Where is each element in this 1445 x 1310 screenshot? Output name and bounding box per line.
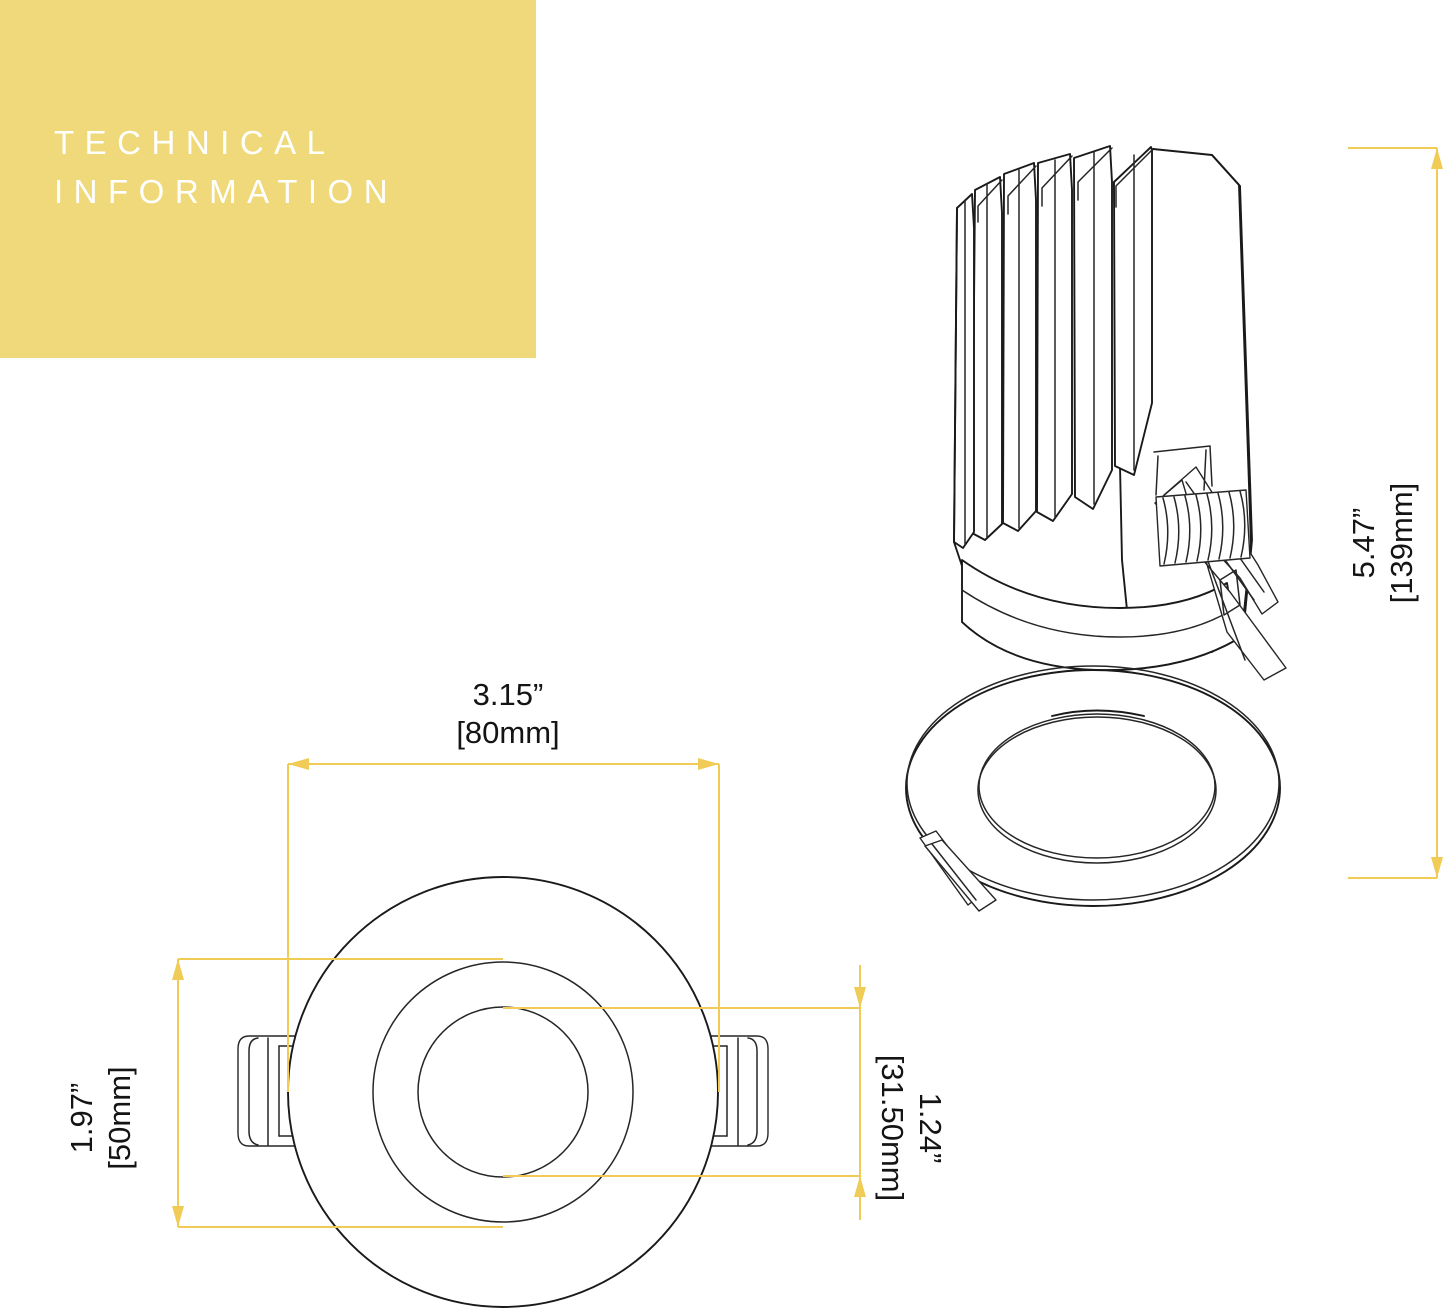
dimension-label-total-length: 5.47” [139mm] <box>1346 482 1419 604</box>
page-title: TECHNICAL INFORMATION <box>54 124 399 210</box>
bezel-trim-ring <box>905 669 1281 907</box>
dimension-label-height-left: 1.97” [50mm] <box>64 1066 137 1170</box>
dimension-label-width: 3.15” [80mm] <box>456 677 560 750</box>
spring-clip-isometric-left <box>919 830 997 912</box>
coil-spring <box>1155 489 1251 567</box>
dimension-height-left <box>172 958 503 1228</box>
heat-sink-fins <box>953 145 1153 567</box>
dimension-label-depth-right: 1.24” [31.50mm] <box>875 1054 948 1202</box>
dimension-width <box>287 758 720 1092</box>
dimension-depth-right <box>503 965 866 1220</box>
technical-information-banner: TECHNICAL INFORMATION <box>0 0 536 358</box>
dimension-total-length <box>1348 147 1443 879</box>
bezel-trim-inner-edge <box>906 665 1280 901</box>
spring-clip-right <box>705 1035 769 1147</box>
bezel-outer-circle <box>287 876 719 1308</box>
downlight-top-view <box>237 876 769 1308</box>
downlight-isometric-view <box>905 145 1287 912</box>
lens-highlight <box>1051 709 1145 717</box>
spring-clip-left <box>237 1035 301 1147</box>
bezel-middle-circle <box>372 961 634 1223</box>
lens-opening <box>977 716 1217 864</box>
lens-glass <box>978 713 1216 859</box>
spring-clip-isometric-right <box>1153 445 1287 681</box>
